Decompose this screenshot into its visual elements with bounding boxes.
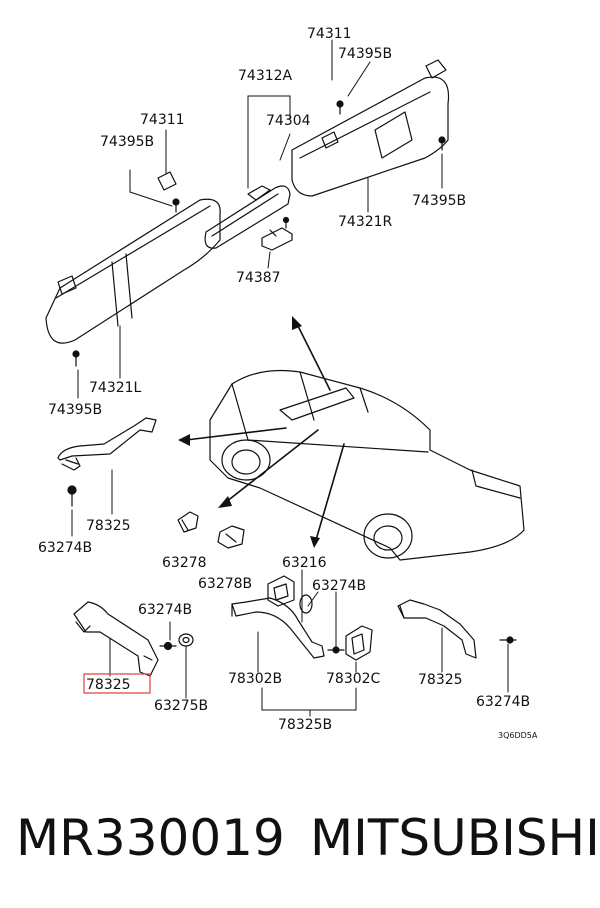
label-63278: 63278 [162,555,207,571]
label-74312a: 74312A [238,68,293,84]
mirror-mount [261,227,293,251]
leader-lines-top [77,39,443,399]
label-74395b-top: 74395B [338,46,392,62]
screw-63274b-left [159,641,177,651]
pointer-arrows [185,321,345,541]
rearview-mirror [204,185,291,249]
label-78302b: 78302B [228,671,282,687]
label-63216: 63216 [282,555,327,571]
clip-63278b [217,525,245,549]
leader-lines-mid [71,469,113,537]
part-labels: 74311 74395B 74312A 74304 74311 74395B 7… [38,26,538,740]
label-63278b: 63278B [198,576,252,592]
grab-handle-left [73,601,159,677]
label-63274b-mid: 63274B [38,540,92,556]
footer: MR330019 MITSUBISHI [0,808,600,868]
label-74311-left: 74311 [140,112,185,128]
leader-lines-bottom [109,569,509,717]
label-78325-right: 78325 [418,672,463,688]
highlight-box [83,673,151,694]
diagram-code: 3Q6DD5A [498,731,538,740]
label-74311-top: 74311 [307,26,352,42]
grab-handle-right [397,599,477,659]
label-74321r: 74321R [338,214,393,230]
bezel-78302c [345,625,373,661]
label-78302c: 78302C [326,671,381,687]
ring-63216 [299,594,313,614]
label-74395b-bottom: 74395B [48,402,102,418]
screw-63274b-right [499,636,517,644]
label-78325-mid: 78325 [86,518,131,534]
screw-63274b-mid [67,485,77,507]
label-74304: 74304 [266,113,311,129]
label-63274b-right: 63274B [476,694,530,710]
label-74395b-left: 74395B [100,134,154,150]
label-63274b-left: 63274B [138,602,192,618]
label-74387: 74387 [236,270,281,286]
sun-visor-right [291,59,450,197]
bezel-63216 [267,575,295,607]
label-78325-boxed: 78325 [86,677,131,693]
grab-handle-center [231,597,325,659]
arrow-heads [178,316,320,548]
part-number: MR330019 [16,809,285,867]
cap-63275b [178,633,194,647]
clip-63278 [177,511,199,533]
label-63275b: 63275B [154,698,208,714]
grab-handle-mid [57,417,157,471]
sun-visor-left [45,171,221,344]
label-63274b-center: 63274B [312,578,366,594]
label-74321l: 74321L [89,380,142,396]
brand-name: MITSUBISHI [310,809,600,867]
screw-icons [72,100,446,367]
car-illustration [209,369,525,561]
label-74395b-right: 74395B [412,193,466,209]
label-78325b: 78325B [278,717,332,733]
